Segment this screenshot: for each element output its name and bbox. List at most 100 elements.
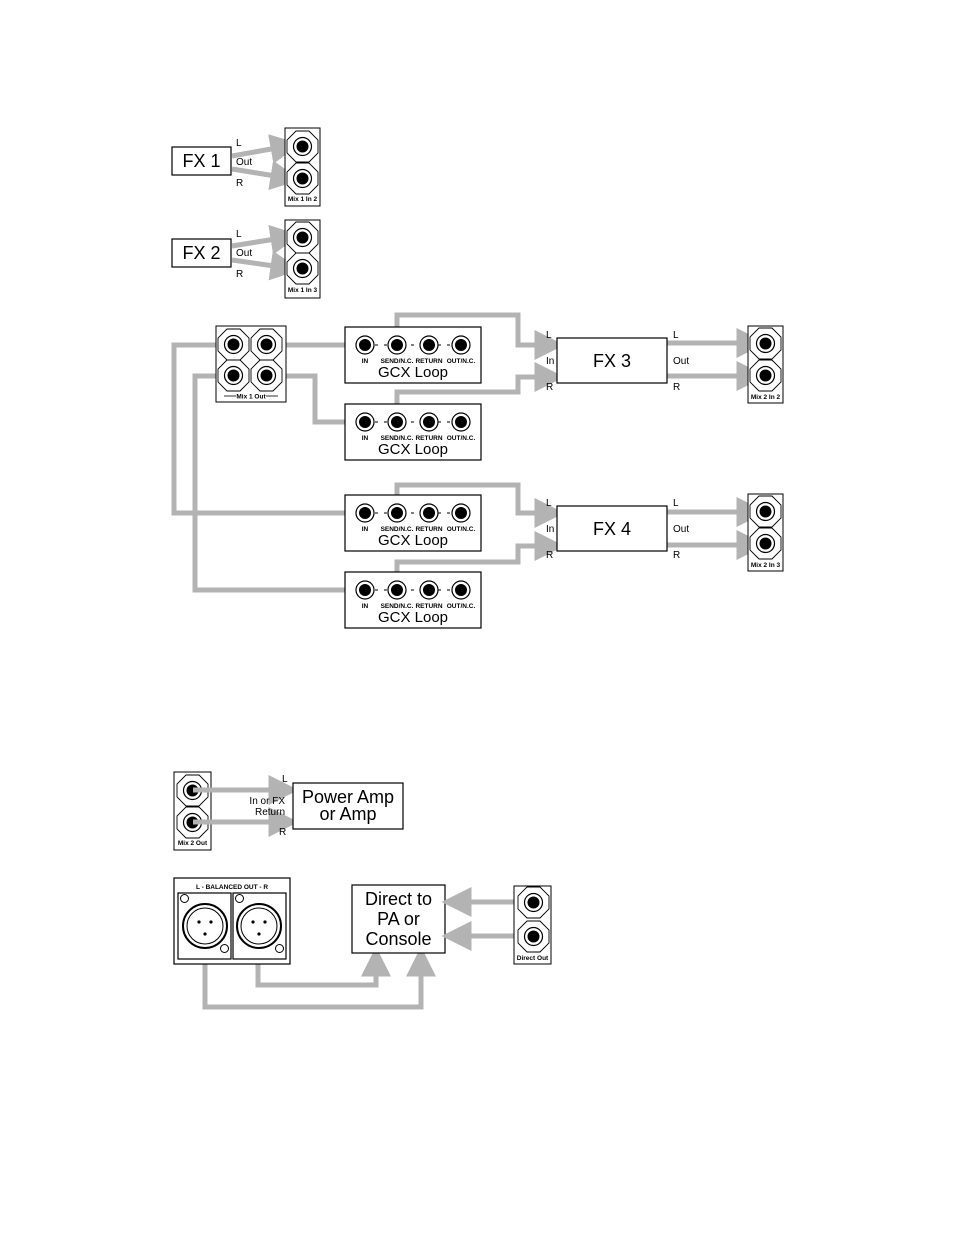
gcx-return-label: RETURN	[415, 603, 442, 610]
gcx-loop-title: GCX Loop	[378, 364, 448, 381]
mix1-in2-jack-panel: Mix 1 In 2	[284, 127, 321, 207]
power-amp-line2: or Amp	[319, 804, 376, 824]
jack-socket	[527, 896, 540, 909]
jack-socket	[227, 369, 240, 382]
direct-to-pa-box	[351, 884, 446, 954]
mix1-to-gcx4-cable	[192, 373, 362, 593]
xlr-screw	[220, 944, 229, 953]
xlr-pin	[209, 920, 213, 924]
jack-socket	[423, 507, 435, 519]
xlr-inner-ring	[186, 907, 224, 945]
gcx-return-label: RETURN	[415, 526, 442, 533]
fx4-out-r-label: R	[673, 550, 680, 561]
fx4-in-l-label: L	[546, 498, 552, 509]
fx2-left-cable	[231, 224, 301, 255]
jack-socket	[359, 507, 371, 519]
balanced-direct-group: L - BALANCED OUT - R Direct to PA or Con…	[173, 877, 552, 1010]
xlr-pin	[263, 920, 267, 924]
jack-socket	[423, 339, 435, 351]
fx1-group: FX 1 L Out R Mix 1 In 2	[171, 127, 321, 207]
fx3-in-l-label: L	[546, 330, 552, 341]
direct-line3: Console	[365, 929, 431, 949]
jack-socket	[423, 584, 435, 596]
jack-socket	[296, 172, 309, 185]
fx4-box	[556, 505, 668, 552]
power-amp-group: Mix 2 Out Power Amp or Amp L In or FX Re…	[173, 771, 404, 851]
mix1-in3-jack-panel: Mix 1 In 3	[284, 219, 321, 299]
jack-socket	[455, 339, 467, 351]
fx4-name: FX 4	[593, 519, 631, 539]
xlr-left-cable	[202, 935, 436, 1010]
jack-socket	[391, 339, 403, 351]
fx1-l-label: L	[236, 138, 242, 149]
fx3-in-label: In	[546, 356, 554, 367]
jack-socket	[759, 505, 772, 518]
fx1-box	[171, 146, 232, 176]
gcx-loop-4: IN SEND/N.C. RETURN OUT/N.C. GCX Loop	[344, 571, 482, 629]
fx2-group: FX 2 L Out R Mix 1 In 3	[171, 219, 321, 299]
fx3-in-r-label: R	[546, 382, 553, 393]
jack-socket	[527, 930, 540, 943]
mix2-in2-jack-panel: Mix 2 In 2	[747, 325, 784, 404]
gcx-out-label: OUT/N.C.	[447, 603, 476, 610]
gcx-in-label: IN	[362, 526, 369, 533]
fx4-out-l-label: L	[673, 498, 679, 509]
direct-line1: Direct to	[365, 889, 432, 909]
jack-socket	[391, 416, 403, 428]
gcx4-send-to-fx4-cable	[394, 531, 565, 590]
xlr-screw	[180, 894, 189, 903]
jack-socket	[227, 338, 240, 351]
xlr-pin	[257, 932, 261, 936]
power-amp-r-label: R	[279, 827, 286, 838]
jack-socket	[759, 337, 772, 350]
mix1-out-jack-panel: Mix 1 Out	[215, 325, 287, 403]
power-amp-l-label: L	[282, 774, 288, 785]
gcx-send-label: SEND/N.C.	[381, 603, 414, 610]
jack-socket	[391, 507, 403, 519]
gcx-loop-2: IN SEND/N.C. RETURN OUT/N.C. GCX Loop	[344, 403, 482, 461]
mix1-in3-label: Mix 1 In 3	[288, 287, 318, 294]
jack-socket	[296, 140, 309, 153]
jack-socket	[359, 416, 371, 428]
gcx-in-label: IN	[362, 435, 369, 442]
gcx-out-label: OUT/N.C.	[447, 435, 476, 442]
fx1-left-cable	[231, 134, 301, 164]
direct-line2: PA or	[377, 909, 420, 929]
gcx-loop-title: GCX Loop	[378, 441, 448, 458]
gcx-in-label: IN	[362, 603, 369, 610]
gcx-loop-3: IN SEND/N.C. RETURN OUT/N.C. GCX Loop	[344, 494, 482, 552]
balanced-out-label: L - BALANCED OUT - R	[196, 884, 268, 891]
fx4-in-label: In	[546, 524, 554, 535]
mix2-in2-label: Mix 2 In 2	[751, 394, 781, 401]
jack-socket	[455, 507, 467, 519]
jack-socket	[359, 584, 371, 596]
jack-socket	[423, 416, 435, 428]
xlr-screw	[235, 894, 244, 903]
gcx-return-label: RETURN	[415, 358, 442, 365]
fx2-box	[171, 238, 232, 268]
gcx1-send-to-fx3-cable	[394, 312, 565, 360]
gcx-loop-1: IN SEND/N.C. RETURN OUT/N.C. GCX Loop	[344, 326, 482, 384]
gcx-loop-title: GCX Loop	[378, 609, 448, 626]
xlr-screw	[275, 944, 284, 953]
fx2-l-label: L	[236, 229, 242, 240]
fx3-out-r-label: R	[673, 382, 680, 393]
fx3-out-l-label: L	[673, 330, 679, 341]
fx2-out-label: Out	[236, 248, 252, 259]
jack-socket	[260, 338, 273, 351]
fx1-right-cable	[231, 160, 301, 191]
fx2-name: FX 2	[182, 243, 220, 263]
jack-socket	[759, 369, 772, 382]
fx4-out-label: Out	[673, 524, 689, 535]
mix1-to-gcx2-cable	[266, 373, 362, 425]
mix1-to-gcx3-cable	[171, 342, 362, 516]
gcx3-send-to-fx4-cable	[394, 482, 565, 528]
gcx-send-label: SEND/N.C.	[381, 435, 414, 442]
power-amp-in-label-2: Return	[255, 807, 285, 818]
gcx-in-label: IN	[362, 358, 369, 365]
xlr-pin	[203, 932, 207, 936]
gcx-send-label: SEND/N.C.	[381, 526, 414, 533]
gcx-return-label: RETURN	[415, 435, 442, 442]
fx2-r-label: R	[236, 269, 243, 280]
mix2-in3-label: Mix 2 In 3	[751, 562, 781, 569]
